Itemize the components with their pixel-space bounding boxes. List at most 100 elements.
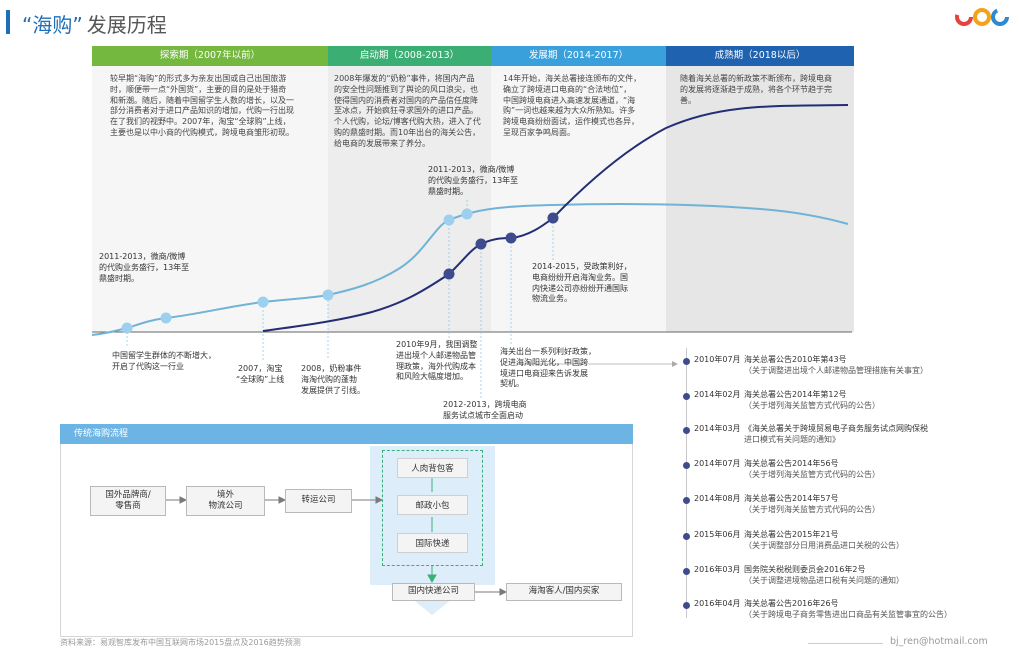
flow-connectors	[166, 496, 508, 596]
phase-header-development: 发展期（2014-2017）	[491, 46, 666, 66]
note-line: 鼎盛时期。	[99, 273, 139, 283]
note-line: 海关出台一系列利好政策，	[500, 347, 596, 356]
note-line: 2007，淘宝	[237, 364, 283, 373]
note-line: 开启了代购这一行业	[112, 361, 184, 371]
flow-box-buyer: 海淘客人/国内买家	[506, 583, 622, 601]
note-taobao-2007: 2007，淘宝“全球购”上线	[236, 364, 284, 386]
timeline-subtitle: （关于增列海关监管方式代码的公告）	[744, 470, 880, 479]
phase-desc-line: 2008年爆发的“奶粉”事件，将国内产品	[334, 74, 475, 83]
timeline-dot-icon	[683, 358, 690, 365]
note-line: 和风险大幅度增加。	[396, 372, 468, 382]
note-line: 服务试点城市全面启动	[443, 410, 523, 420]
note-line: 进出境个人邮递物品管	[396, 350, 476, 360]
note-2014-2015: 2014-2015，受政策利好，电商纷纷开启海淘业务。国内快递公司亦纷纷开通国际…	[532, 262, 632, 305]
note-line: 2008，奶粉事件	[301, 364, 362, 373]
timeline-title: 海关总署公告2015年21号	[744, 530, 839, 539]
phase-desc-line: 14年开始，海关总署接连颁布的文件，	[503, 74, 642, 83]
note-line: 的代购业务盛行，13年至	[428, 175, 519, 185]
timeline-date: 2016年03月	[694, 565, 741, 574]
phase-header-startup: 启动期（2008-2013）	[328, 46, 491, 66]
timeline-date: 2016年04月	[694, 599, 741, 608]
flow-box-overseas-logistics: 境外物流公司	[186, 486, 265, 516]
phase-desc-line: 使得国内的消费者对国内的产品信任度降	[334, 95, 478, 105]
phase-desc-line: 部分消费者对于进口产品知识的增加，代购一行出现	[110, 106, 294, 116]
note-line: 理政策，海外代购成本	[396, 361, 476, 371]
author-email: bj_ren@hotmail.com	[890, 636, 988, 647]
timeline-dot-icon	[683, 462, 690, 469]
timeline-subtitle: （关于跨境电子商务零售进出口商品有关监管事宜的公告）	[744, 610, 952, 619]
timeline-subtitle: （关于增列海关监管方式代码的公告）	[744, 505, 880, 514]
timeline-dot-icon	[683, 602, 690, 609]
green-flow-links	[427, 478, 437, 584]
flow-box-label: 国内快递公司	[407, 586, 459, 597]
note-line: 电商纷纷开启海淘业务。国	[532, 272, 628, 282]
flow-channel-express: 国际快递	[397, 533, 468, 553]
traditional-flow-panel	[60, 424, 633, 637]
note-line: 2012-2013，跨境电商	[443, 400, 527, 409]
timeline-subtitle: （关于调整部分日用消费品进口关税的公告）	[744, 541, 904, 550]
phase-desc-maturity: 随着海关总署的新政策不断颁布，跨境电商的发展将逐渐趋于成熟，将各个环节趋于完善。	[680, 74, 852, 106]
timeline-date: 2014年07月	[694, 459, 741, 468]
timeline-subtitle: （关于增列海关监管方式代码的公告）	[744, 401, 880, 410]
note-line: 2011-2013，微商/微博	[99, 252, 186, 261]
timeline-title: 《海关总署关于跨境贸易电子商务服务试点网购保税	[744, 424, 928, 433]
note-line: 契机。	[500, 379, 524, 389]
note-milk-2008: 2008，奶粉事件海淘代购的蓬勃发展提供了引线。	[301, 364, 365, 396]
flow-box-label: 境外	[216, 489, 234, 500]
phase-desc-line: 和新潮。随后，随着中国留学生人数的增长，以及一	[110, 95, 294, 105]
page-title-main: “海购”	[22, 13, 83, 37]
note-line: 海淘代购的蓬勃	[301, 374, 357, 384]
note-line: 内快递公司亦纷纷开通国际	[532, 283, 628, 293]
phase-desc-line: 主要也是以中小商的代购模式，跨境电商雏形初现。	[110, 127, 294, 137]
timeline-date: 2014年02月	[694, 390, 741, 399]
timeline-dot-icon	[683, 568, 690, 575]
note-line: 的代购业务盛行，13年至	[99, 262, 190, 272]
timeline-date: 2010年07月	[694, 355, 741, 364]
timeline-subtitle: 进口模式有关问题的通知》	[744, 435, 840, 444]
flow-box-label: 物流公司	[208, 501, 243, 511]
note-students: 中国留学生群体的不断增大，开启了代购这一行业	[112, 351, 216, 373]
phase-desc-exploration: 较早期“海购”的形式多为亲友出国或自己出国旅游时，顺便带一点“外国货”，主要的目…	[110, 74, 325, 139]
brand-logo-icon	[955, 8, 1009, 26]
phase-desc-line: 中国跨境电商进入高速发展通道，“海	[503, 95, 636, 105]
note-weibo-daigou-left: 2011-2013，微商/微博的代购业务盛行，13年至鼎盛时期。	[99, 252, 189, 284]
phase-desc-line: 时，顺便带一点“外国货”，主要的目的是处于猎奇	[110, 84, 287, 94]
flow-channels-group	[382, 450, 483, 566]
timeline-title: 国务院关税税则委员会2016年2号	[744, 565, 866, 574]
page-title-sub: 发展历程	[86, 13, 167, 37]
note-weibo-daigou-right: 2011-2013，微商/微博的代购业务盛行，13年至鼎盛时期。	[428, 165, 518, 197]
phase-header-maturity: 成熟期（2018以后）	[666, 46, 854, 66]
timeline-title: 海关总署公告2014年57号	[744, 494, 839, 503]
phase-desc-line: 在了我们的视野中。2007年，淘宝“全球购”上线，	[110, 117, 291, 127]
phase-desc-line: 较早期“海购”的形式多为亲友出国或自己出国旅游	[110, 74, 287, 83]
note-line: “全球购”上线	[236, 374, 285, 384]
timeline-date: 2014年08月	[694, 494, 741, 503]
flow-box-label: 零售商	[115, 501, 141, 511]
timeline-title: 海关总署公告2014年56号	[744, 459, 839, 468]
note-line: 鼎盛时期。	[428, 186, 468, 196]
note-pilot-cities: 2012-2013，跨境电商服务试点城市全面启动	[443, 400, 527, 422]
timeline-date: 2014年03月	[694, 424, 741, 433]
note-line: 2010年9月，我国调整	[396, 340, 478, 349]
traditional-flow-header: 传统海购流程	[60, 424, 633, 444]
page-title: “海购”发展历程	[22, 9, 167, 38]
timeline-dot-icon	[683, 393, 690, 400]
note-line: 2014-2015，受政策利好，	[532, 262, 632, 271]
note-line: 2011-2013，微商/微博	[428, 165, 515, 174]
note-customs-policies: 海关出台一系列利好政策，促进海淘阳光化，中国跨境进口电商迎来告诉发展契机。	[500, 347, 596, 390]
note-line: 境进口电商迎来告诉发展	[500, 368, 588, 378]
note-line: 物流业务。	[532, 294, 572, 304]
title-accent-bar	[6, 10, 10, 34]
flow-box-label: 国外品牌商/	[105, 489, 151, 500]
footer-divider	[808, 643, 883, 644]
flow-channel-backpacker: 人肉背包客	[397, 458, 468, 478]
note-line: 促进海淘阳光化，中国跨	[500, 357, 588, 367]
source-note: 资料来源：易观智库发布中国互联网市场2015盘点及2016趋势预测	[60, 638, 301, 647]
flow-box-transfer: 转运公司	[285, 489, 352, 513]
note-2010-policy: 2010年9月，我国调整进出境个人邮递物品管理政策，海外代购成本和风险大幅度增加…	[396, 340, 477, 383]
phase-desc-line: 善。	[680, 95, 696, 105]
timeline-title: 海关总署公告2010年第43号	[744, 355, 847, 364]
flow-box-overseas-brand: 国外品牌商/零售商	[90, 486, 166, 516]
phase-desc-line: 的发展将逐渐趋于成熟，将各个环节趋于完	[680, 84, 832, 94]
